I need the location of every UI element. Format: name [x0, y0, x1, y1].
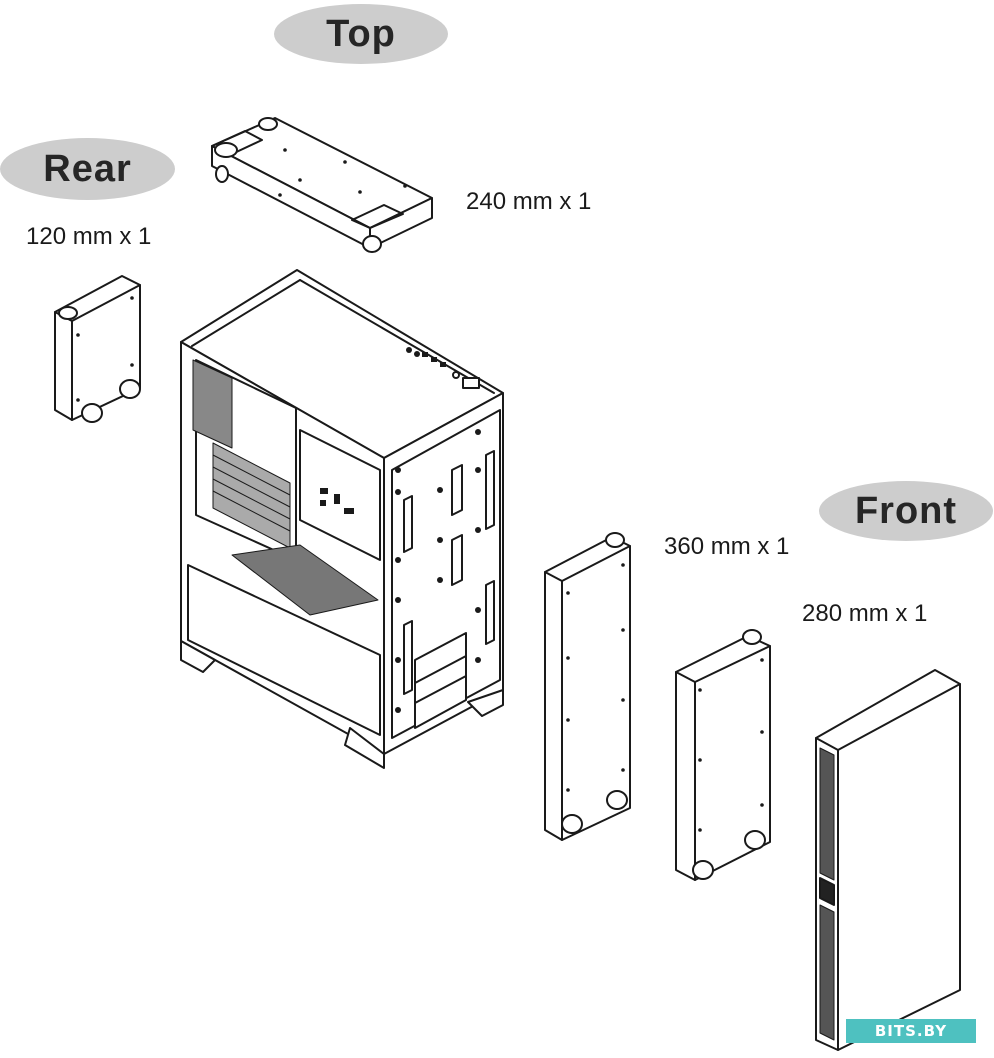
rear-radiator-spec: 120 mm x 1	[26, 223, 152, 250]
top-label: Top	[274, 4, 448, 64]
rear-label: Rear	[0, 138, 175, 200]
radiator-240-top	[211, 117, 433, 253]
front-label: Front	[819, 481, 993, 541]
radiator-280-front	[675, 629, 771, 881]
front-280-radiator-spec: 280 mm x 1	[802, 600, 928, 627]
pc-case	[180, 269, 504, 769]
watermark: BITS.BY	[846, 1019, 976, 1043]
radiator-360-front	[544, 532, 631, 841]
front-360-radiator-spec: 360 mm x 1	[664, 533, 790, 560]
radiator-120-rear	[54, 275, 141, 423]
top-radiator-spec: 240 mm x 1	[466, 188, 592, 215]
front-panel	[815, 669, 961, 1051]
